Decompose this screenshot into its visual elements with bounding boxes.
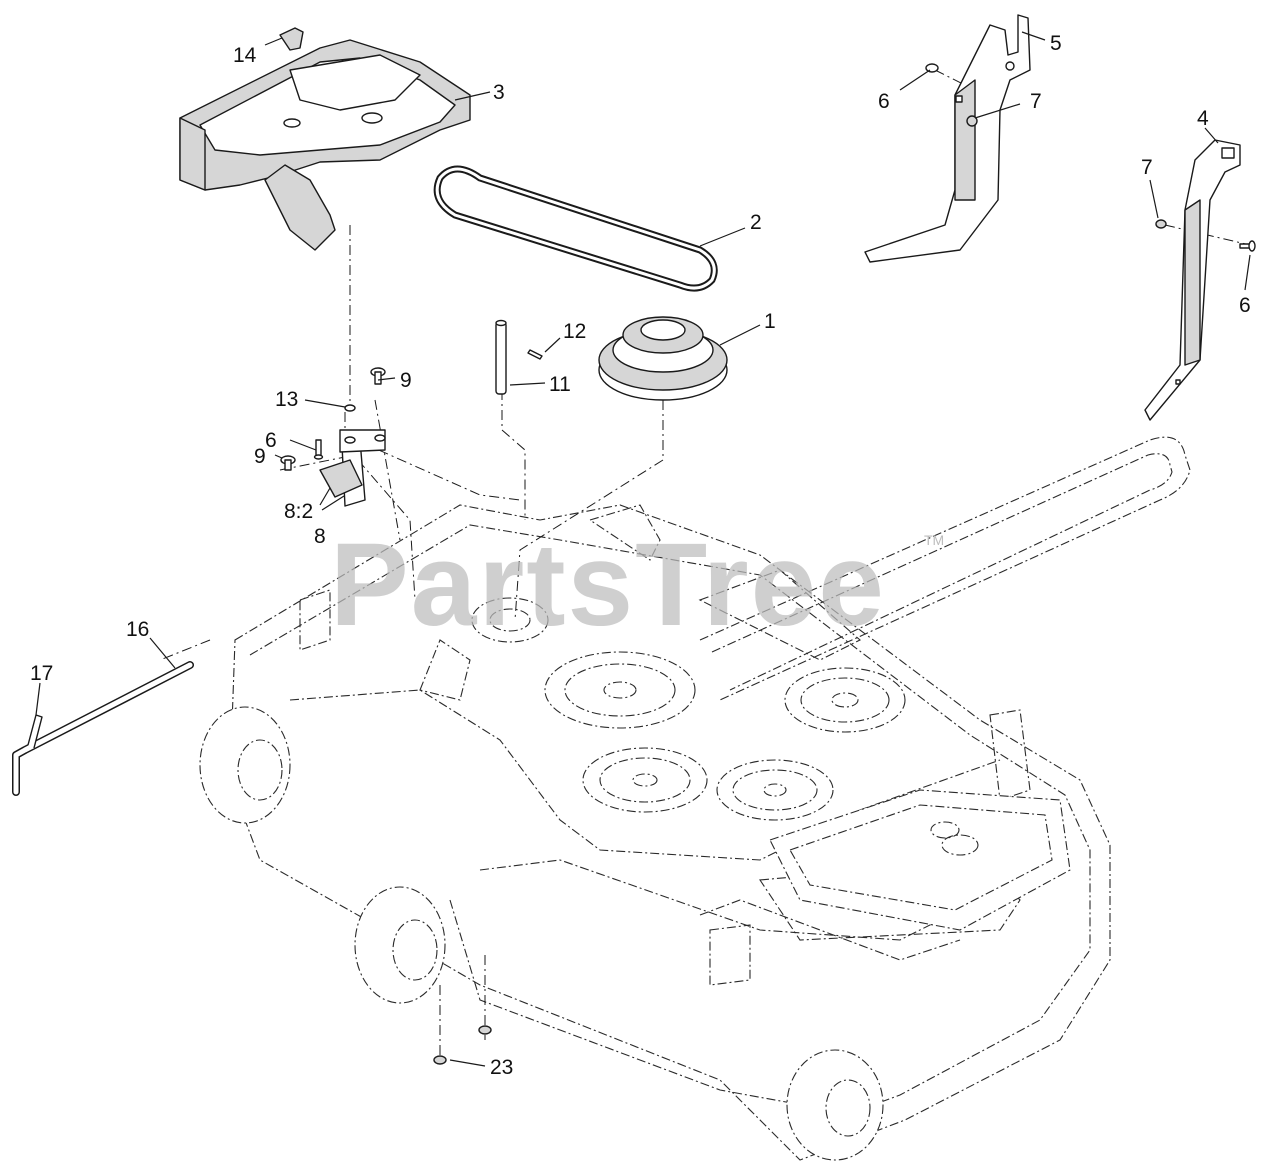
callout-14: 14: [233, 44, 257, 67]
screw-6-left: [313, 439, 324, 460]
mower-deck: [199, 436, 1191, 1161]
bracket-right: [864, 14, 1031, 263]
callout-23: 23: [490, 1056, 513, 1079]
bolt-9-lower: [280, 455, 296, 471]
watermark: PartsTree TM: [330, 519, 944, 651]
callout-9-lower: 9: [254, 445, 266, 468]
callouts: 1 2 3 4 5 6 6 6 7 7 8 8:2 9 9 11 12 13 1…: [30, 32, 1251, 1079]
rod: [12, 661, 194, 796]
callout-6-top: 6: [878, 90, 890, 113]
knob: [279, 27, 304, 51]
nut-7-top: [966, 115, 978, 127]
idler-bracket: [319, 429, 386, 507]
bracket-left: [1144, 139, 1241, 421]
cotter-pin: [527, 349, 543, 360]
pivot-shaft: [495, 319, 507, 395]
callout-16: 16: [126, 618, 149, 641]
watermark-text: PartsTree: [330, 519, 886, 651]
callout-5: 5: [1050, 32, 1062, 55]
fastener-23-left: [433, 1055, 447, 1065]
callout-4: 4: [1197, 107, 1209, 130]
fastener-23-right: [478, 1025, 492, 1035]
bolt-9-upper: [370, 367, 386, 385]
callout-1: 1: [764, 310, 776, 333]
callout-7-right: 7: [1141, 156, 1153, 179]
callout-17: 17: [30, 662, 53, 685]
callout-13: 13: [275, 388, 298, 411]
callout-12: 12: [563, 320, 586, 343]
leader-lines: [35, 31, 1251, 1067]
watermark-trademark: TM: [924, 532, 944, 548]
belt: [433, 165, 718, 292]
callout-8: 8: [314, 525, 326, 548]
hairpin-clip: [27, 714, 43, 749]
callout-2: 2: [750, 211, 762, 234]
callout-7-top: 7: [1030, 90, 1042, 113]
pulley: [598, 316, 728, 401]
callout-6-right: 6: [1239, 294, 1251, 317]
belt-cover: [179, 39, 471, 251]
callout-3: 3: [493, 81, 505, 104]
callout-9-upper: 9: [400, 369, 412, 392]
callout-6-left: 6: [265, 429, 277, 452]
nut-7-right: [1155, 219, 1167, 229]
callout-11: 11: [549, 373, 571, 396]
washer-13: [344, 404, 356, 412]
screw-6-right: [1239, 240, 1256, 252]
callout-8-2: 8:2: [284, 500, 313, 523]
